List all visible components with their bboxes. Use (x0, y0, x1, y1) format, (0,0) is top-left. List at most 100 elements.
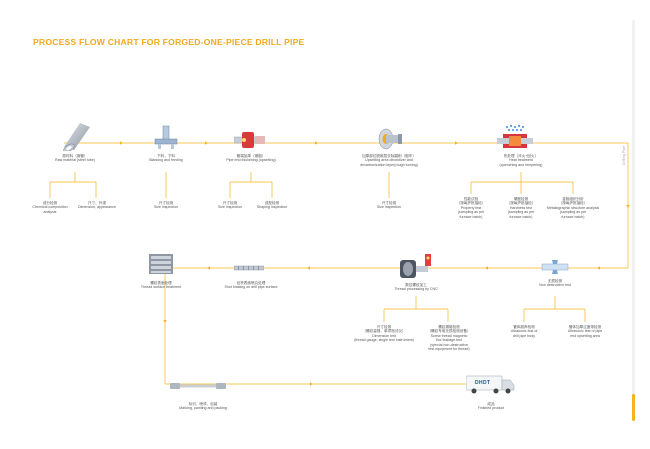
truck-body (466, 375, 515, 394)
step-blanking-zh: 下料，下料 (157, 154, 175, 158)
side-scroll-track[interactable] (632, 20, 635, 395)
step-dimension-en: Dimension, appearance (78, 205, 116, 210)
step-dimension-test-zh: 尺寸检测 （螺纹量规、单项测试仪） (362, 325, 406, 334)
step-thread-surface-zh: 螺纹表面处理 (150, 281, 172, 285)
step-cnc-zh: 数控螺纹加工 (405, 283, 427, 287)
step-property-test-zh: 性能试验 （按每炉批抽检） (456, 197, 486, 206)
arrow-ndt-to-cnc (485, 266, 488, 270)
step-upsetting-zh: 管端加厚（镦粗） (236, 154, 266, 158)
heat-treatment-furnace-icon (497, 125, 533, 148)
step-decarb-zh: 加厚部位脱碳层去除磨削（粗车） (362, 154, 416, 158)
step-chemical-en: Chemical composition analysis (32, 205, 68, 214)
step-size-3-zh: 尺寸检测 (381, 201, 397, 205)
step-shaping-zh: 成型检测 (264, 201, 280, 205)
step-metallographic-en: Metallographic structure analysis (sampl… (546, 205, 600, 219)
arrow-to-finish (310, 382, 313, 386)
upsetting-furnace-icon (234, 132, 265, 148)
step-size-2-zh: 尺寸检测 (222, 201, 238, 205)
page-title: PROCESS FLOW CHART FOR FORGED-ONE-PIECE … (33, 37, 305, 47)
thread-treatment-box-icon (149, 254, 173, 274)
step-ut-body-zh: 管体超声检测 (513, 325, 535, 329)
steel-tube-icon (63, 123, 90, 151)
step-dimension-zh: 尺寸、外观 (88, 201, 106, 205)
drill-pipe-icon (170, 383, 226, 389)
step-heat-treatment: 热处理（淬火+回火） Heat treatment (quenching and… (486, 154, 556, 167)
step-cnc: 数控螺纹加工 Thread processing by CNC (381, 283, 451, 292)
cnc-lathe-icon (400, 254, 431, 278)
blanking-machine-icon (154, 125, 178, 149)
step-shot-blasting-en: Shot blasting on drill pipe surface (224, 285, 278, 290)
step-ut-upset-en: Ultrasonic test of pipe end upsetting ar… (567, 329, 603, 338)
step-raw-material: 原材料（钢管） Raw material (steel tube) (45, 154, 105, 163)
step-finished-en: Finished product (477, 406, 505, 411)
side-scroll-thumb[interactable] (632, 394, 635, 421)
step-decarb-en: Upsetting area deoxidizer and decarboniz… (360, 158, 418, 167)
step-heat-treatment-zh: 热处理（淬火+回火） (503, 154, 539, 158)
step-hardness-test-zh: 硬度检测 （按每炉批抽检） (506, 197, 536, 206)
step-size-1-en: Size inspection (153, 205, 179, 210)
delivery-truck-icon: DHDT (466, 375, 516, 395)
step-chemical-zh: 成分检测 (42, 201, 58, 205)
step-dimension: 尺寸、外观 Dimension, appearance (72, 201, 122, 210)
step-dimension-test-en: Dimension test (thread gauge, single tes… (354, 333, 414, 343)
step-ut-body: 管体超声检测 Ultrasonic test of drill pipe bod… (499, 325, 549, 338)
step-decarb: 加厚部位脱碳层去除磨削（粗车） Upsetting area deoxidize… (349, 154, 429, 167)
step-thread-surface: 螺纹表面处理 Thread surface treatment (126, 281, 196, 290)
step-marking-zh: 标识、喷漆、包装 (188, 402, 218, 406)
step-metallographic-zh: 金相组织分析 （按每炉批抽检） (558, 197, 588, 206)
step-chemical: 成分检测 Chemical composition analysis (25, 201, 75, 214)
step-blanking: 下料，下料 Blanking and feeding (136, 154, 196, 163)
arrow-upset-to-decarb (315, 141, 318, 145)
step-upsetting: 管端加厚（镦粗） Pipe end thickening (upsetting) (211, 154, 291, 163)
step-shot-blasting-zh: 钻杆表面喷丸处理 (236, 281, 266, 285)
step-raw-material-en: Raw material (steel tube) (55, 158, 95, 163)
step-ut-upset: 管体加厚过度带检测 Ultrasonic test of pipe end up… (556, 325, 614, 338)
step-finished-zh: 成品 (487, 402, 495, 406)
step-shot-blasting: 钻杆表面喷丸处理 Shot blasting on drill pipe sur… (211, 281, 291, 290)
step-size-3-en: Size inspection (376, 205, 402, 210)
step-magnetic-flux-en: Screw thread magnetic flux leakage test … (428, 333, 470, 352)
pipe-end-turning-icon (378, 128, 402, 150)
step-marking: 标识、喷漆、包装 Marking, painting and packing (168, 402, 238, 411)
step-upsetting-en: Pipe end thickening (upsetting) (226, 158, 276, 163)
step-size-1-zh: 尺寸检测 (158, 201, 174, 205)
shot-blasted-pipe-icon (234, 265, 264, 271)
step-thread-surface-en: Thread surface treatment (140, 285, 182, 290)
step-ndt-en: Non destructive test (539, 283, 571, 288)
step-size-3: 尺寸检测 Size inspection (364, 201, 414, 210)
step-dimension-test: 尺寸检测 （螺纹量规、单项测试仪） Dimension test (thread… (349, 325, 419, 343)
step-magnetic-flux: 螺纹漏磁检测 （螺纹专用无损检测设备） Screw thread magneti… (418, 325, 480, 351)
step-size-2-en: Size inspection (217, 205, 243, 210)
step-raw-material-zh: 原材料（钢管） (62, 154, 88, 158)
step-ut-body-en: Ultrasonic test of drill pipe body (510, 329, 538, 338)
step-cnc-en: Thread processing by CNC (394, 287, 438, 292)
step-shaping: 成型检测 Shaping inspection (247, 201, 297, 210)
step-shaping-en: Shaping inspection (256, 205, 288, 210)
arrow-shot-to-thread (207, 266, 210, 270)
step-finished: 成品 Finished product (461, 402, 521, 411)
arrow-decarb-to-heat (455, 141, 458, 145)
step-magnetic-flux-zh: 螺纹漏磁检测 （螺纹专用无损检测设备） (427, 325, 471, 334)
step-hardness-test: 硬度检测 （按每炉批抽检） Hardness test (sampling as… (496, 197, 546, 219)
step-property-test-en: Property test (sampling as per furnace b… (457, 205, 485, 219)
step-property-test: 性能试验 （按每炉批抽检） Property test (sampling as… (446, 197, 496, 219)
step-ndt-zh: 无损检测 (547, 279, 563, 283)
step-metallographic: 金相组织分析 （按每炉批抽检） Metallographic structure… (542, 197, 604, 219)
arrow-blank-to-upset (205, 141, 208, 145)
step-ndt: 无损检测 Non destructive test (525, 279, 585, 288)
arrow-cnc-to-shot (307, 266, 310, 270)
step-blanking-en: Blanking and feeding (149, 158, 183, 163)
truck-brand: DHDT (475, 380, 491, 386)
step-ut-upset-zh: 管体加厚过度带检测 (568, 325, 602, 329)
arrow-raw-to-blank (120, 141, 123, 145)
arrow-to-ndt (597, 266, 600, 270)
step-size-1: 尺寸检测 Size inspection (141, 201, 191, 210)
arrow-down-right (626, 205, 630, 208)
side-label: Drilling Pipe (622, 145, 626, 165)
step-size-2: 尺寸检测 Size inspection (205, 201, 255, 210)
step-hardness-test-en: Hardness test (sampling as per furnace b… (507, 205, 535, 219)
step-marking-en: Marking, painting and packing (179, 406, 227, 411)
ultrasonic-probe-icon (541, 260, 569, 274)
